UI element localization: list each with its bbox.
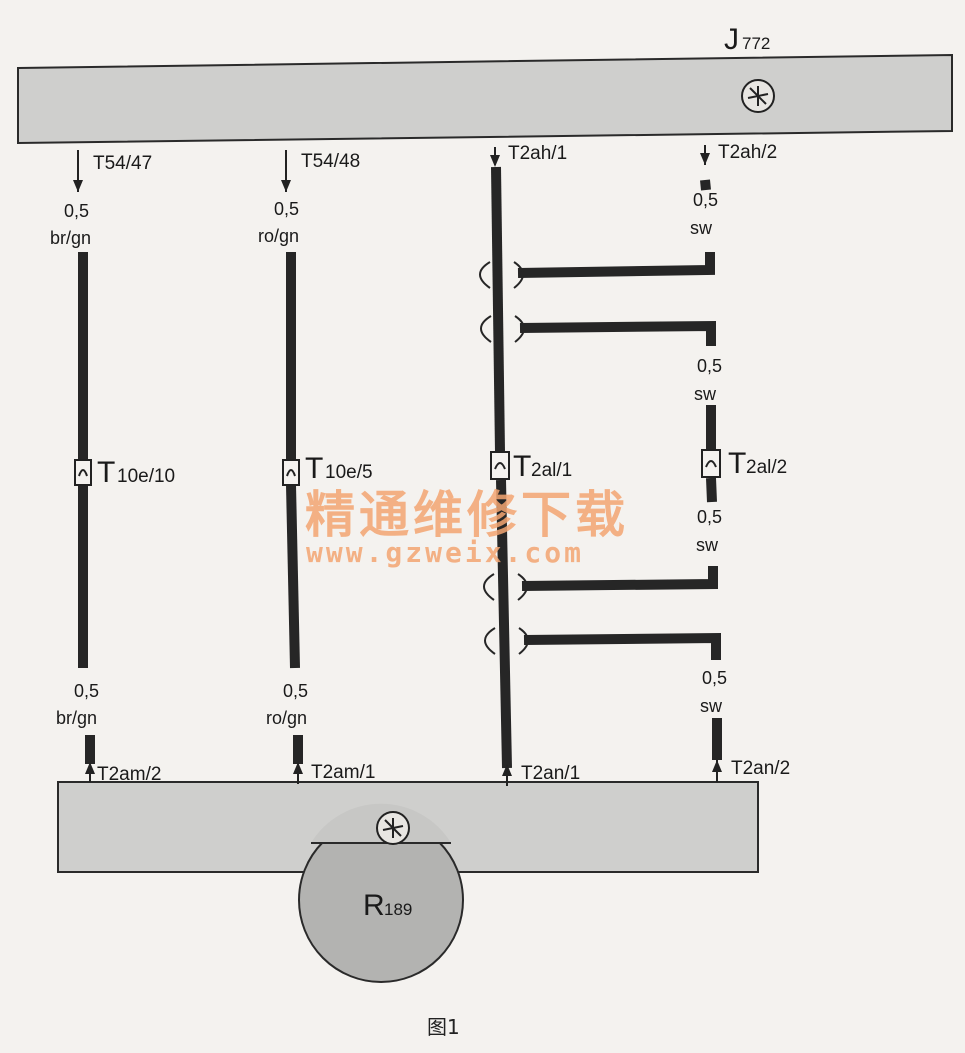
connector-name: T <box>305 452 323 485</box>
connector-name: T <box>728 447 746 480</box>
wire-color: br/gn <box>50 228 91 248</box>
wire-gauge: 0,5 <box>693 190 718 210</box>
connector-icon <box>74 459 92 486</box>
connector-icon <box>282 459 300 486</box>
bottom-unit-name: R <box>363 889 385 922</box>
wire-3 <box>490 147 512 786</box>
pin-label: T2am/1 <box>311 762 375 783</box>
connector-sub: 2al/2 <box>746 457 787 478</box>
wire-gauge: 0,5 <box>702 668 727 688</box>
wire-gauge: 0,5 <box>74 681 99 701</box>
wire-gauge: 0,5 <box>64 201 89 221</box>
pin-label: T2an/1 <box>521 763 580 784</box>
wire-gauge: 0,5 <box>697 356 722 376</box>
ground-symbol-icon <box>376 811 410 845</box>
pin-label: T2am/2 <box>97 764 161 785</box>
connector-sub: 10e/5 <box>325 462 373 483</box>
wire-color: br/gn <box>56 708 97 728</box>
wire-color: sw <box>696 535 719 555</box>
pin-label: T54/47 <box>93 153 152 174</box>
wire-color: sw <box>694 384 717 404</box>
connector-name: T <box>513 450 531 483</box>
wire-color: sw <box>700 696 723 716</box>
wire-color: sw <box>690 218 713 238</box>
wire-gauge: 0,5 <box>274 199 299 219</box>
pin-label: T2an/2 <box>731 758 790 779</box>
wire-gauge: 0,5 <box>283 681 308 701</box>
connector-sub: 10e/10 <box>117 466 175 487</box>
wire-4 <box>700 145 722 782</box>
figure-caption: 图1 <box>427 1015 460 1039</box>
pin-label: T54/48 <box>301 151 360 172</box>
wire-gauge: 0,5 <box>697 507 722 527</box>
connector-icon <box>701 449 721 478</box>
top-unit-name: J <box>724 23 739 56</box>
top-unit-sub: 772 <box>742 34 770 53</box>
ground-symbol-icon <box>741 79 775 113</box>
pin-label: T2ah/2 <box>718 142 777 163</box>
wire-color: ro/gn <box>266 708 307 728</box>
watermark-text: 精通维修下载 <box>305 486 629 544</box>
wire-1 <box>73 150 95 782</box>
bottom-unit-sub: 189 <box>384 900 412 919</box>
shield-links <box>479 252 721 660</box>
top-control-unit <box>17 53 953 145</box>
pin-label: T2ah/1 <box>508 143 567 164</box>
connector-name: T <box>97 456 115 489</box>
wire-color: ro/gn <box>258 226 299 246</box>
connector-sub: 2al/1 <box>531 460 572 481</box>
wire-2 <box>281 150 303 784</box>
connector-icon <box>490 451 510 480</box>
watermark-url: www.gzweix.com <box>306 536 584 569</box>
